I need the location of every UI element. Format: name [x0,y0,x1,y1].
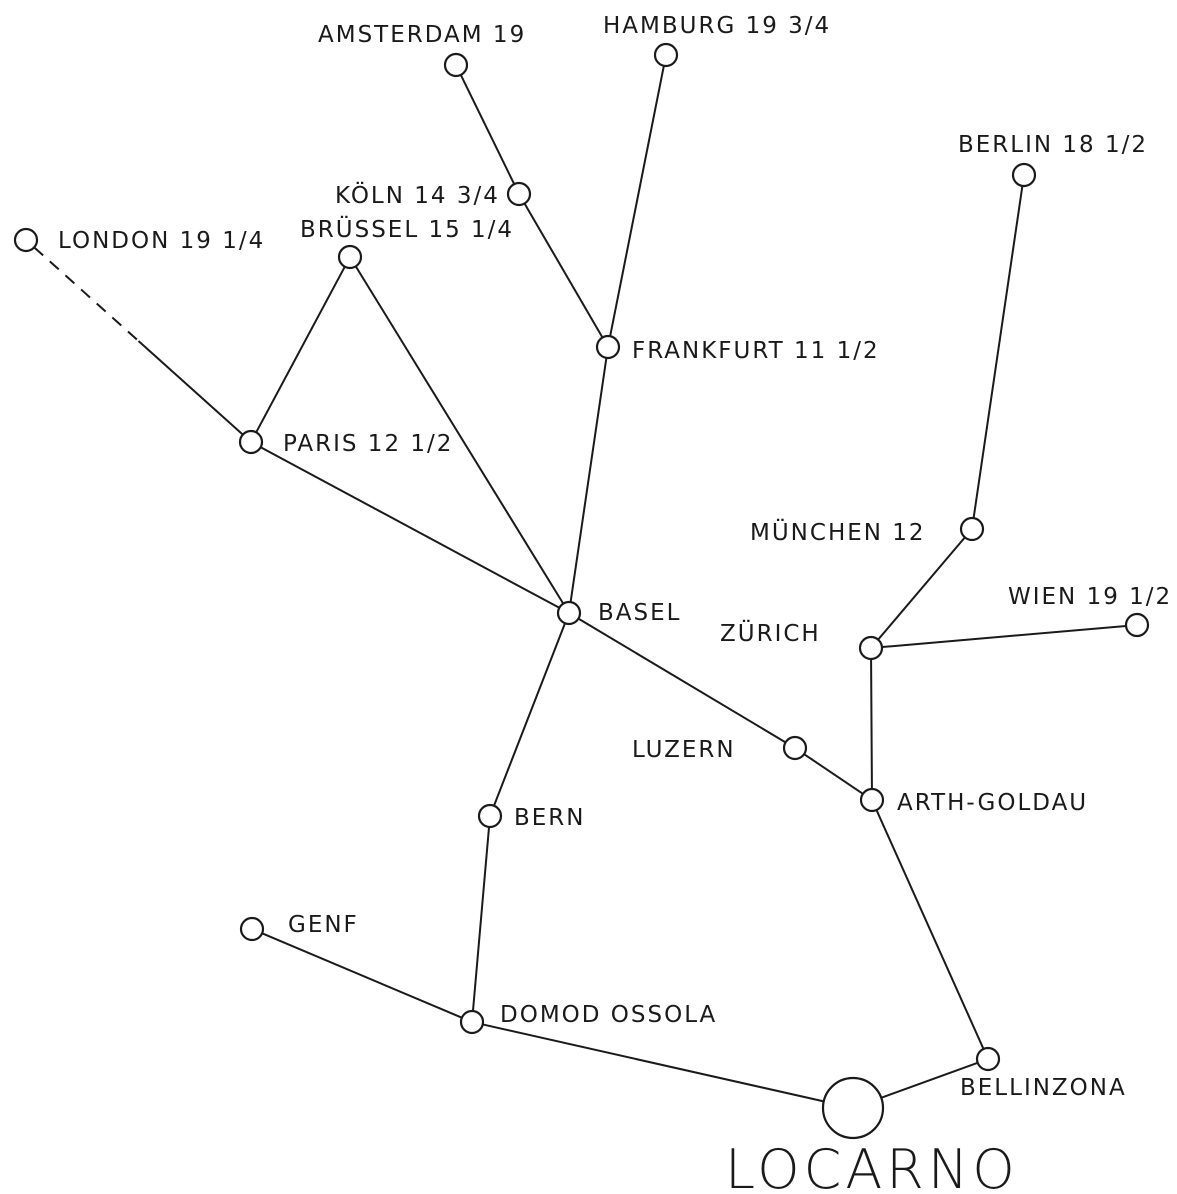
station-node-basel [556,600,582,626]
connection-wien-zuerich [881,624,1127,649]
station-node-hamburg [653,42,679,68]
station-node-bellinzona [975,1046,1001,1072]
connection-frankfurt-basel [569,357,608,603]
station-node-arth_goldau [859,787,885,813]
connection-berlin-muenchen [972,185,1024,519]
station-label-basel: BASEL [598,600,681,626]
station-label-berlin: BERLIN 18 1/2 [958,132,1148,158]
station-label-amsterdam: AMSTERDAM 19 [318,22,526,48]
connection-domodossola-locarno [482,1023,824,1103]
station-label-locarno: LOCARNO [725,1138,1019,1194]
station-label-genf: GENF [288,912,359,938]
connection-arth_goldau-bellinzona [875,809,985,1050]
station-label-zuerich: ZÜRICH [720,619,821,647]
connection-paris-basel [260,446,560,609]
connection-lines [33,65,1127,1103]
connection-amsterdam-koeln [459,74,516,185]
station-label-paris: PARIS 12 1/2 [283,431,453,457]
station-node-muenchen [959,516,985,542]
connection-london-paris [137,340,244,436]
station-label-bruessel: BRÜSSEL 15 1/4 [300,215,514,243]
connection-basel-bern [493,622,566,807]
station-node-paris [238,429,264,455]
station-node-bruessel [337,244,363,270]
station-label-koeln: KÖLN 14 3/4 [335,181,500,209]
station-label-arth_goldau: ARTH-GOLDAU [897,790,1088,816]
connection-zuerich-arth_goldau [870,658,873,790]
station-label-luzern: LUZERN [632,737,736,763]
station-node-amsterdam [443,52,469,78]
connection-muenchen-zuerich [877,536,966,641]
connection-luzern-arth_goldau [803,753,864,795]
station-label-hamburg: HAMBURG 19 3/4 [603,13,831,39]
station-node-domodossola [459,1009,485,1035]
station-node-london [13,227,39,253]
connection-bruessel-paris [255,266,346,433]
station-node-zuerich [858,635,884,661]
station-node-wien [1124,612,1150,638]
connection-genf-domodossola [261,932,463,1019]
connection-koeln-frankfurt [523,203,604,338]
station-node-luzern [782,735,808,761]
connection-basel-luzern [577,617,787,744]
station-node-koeln [506,181,532,207]
station-nodes [13,42,1150,1140]
station-node-bern [477,803,503,829]
connection-bern-domodossola [471,826,491,1012]
station-label-london: LONDON 19 1/4 [58,228,265,254]
station-label-muenchen: MÜNCHEN 12 [750,518,926,546]
connection-hamburg-frankfurt [609,65,665,337]
connection-bruessel-basel [354,265,565,605]
station-label-frankfurt: FRANKFURT 11 1/2 [632,338,880,364]
connection-london-paris-dashed [33,246,140,342]
connection-bellinzona-locarno [880,1061,979,1099]
station-node-locarno [821,1076,885,1140]
station-label-domodossola: DOMOD OSSOLA [500,1002,717,1028]
station-label-wien: WIEN 19 1/2 [1008,584,1172,610]
station-node-genf [239,916,265,942]
station-node-frankfurt [595,334,621,360]
station-node-berlin [1011,162,1037,188]
station-label-bern: BERN [514,805,586,831]
station-label-bellinzona: BELLINZONA [960,1075,1127,1101]
